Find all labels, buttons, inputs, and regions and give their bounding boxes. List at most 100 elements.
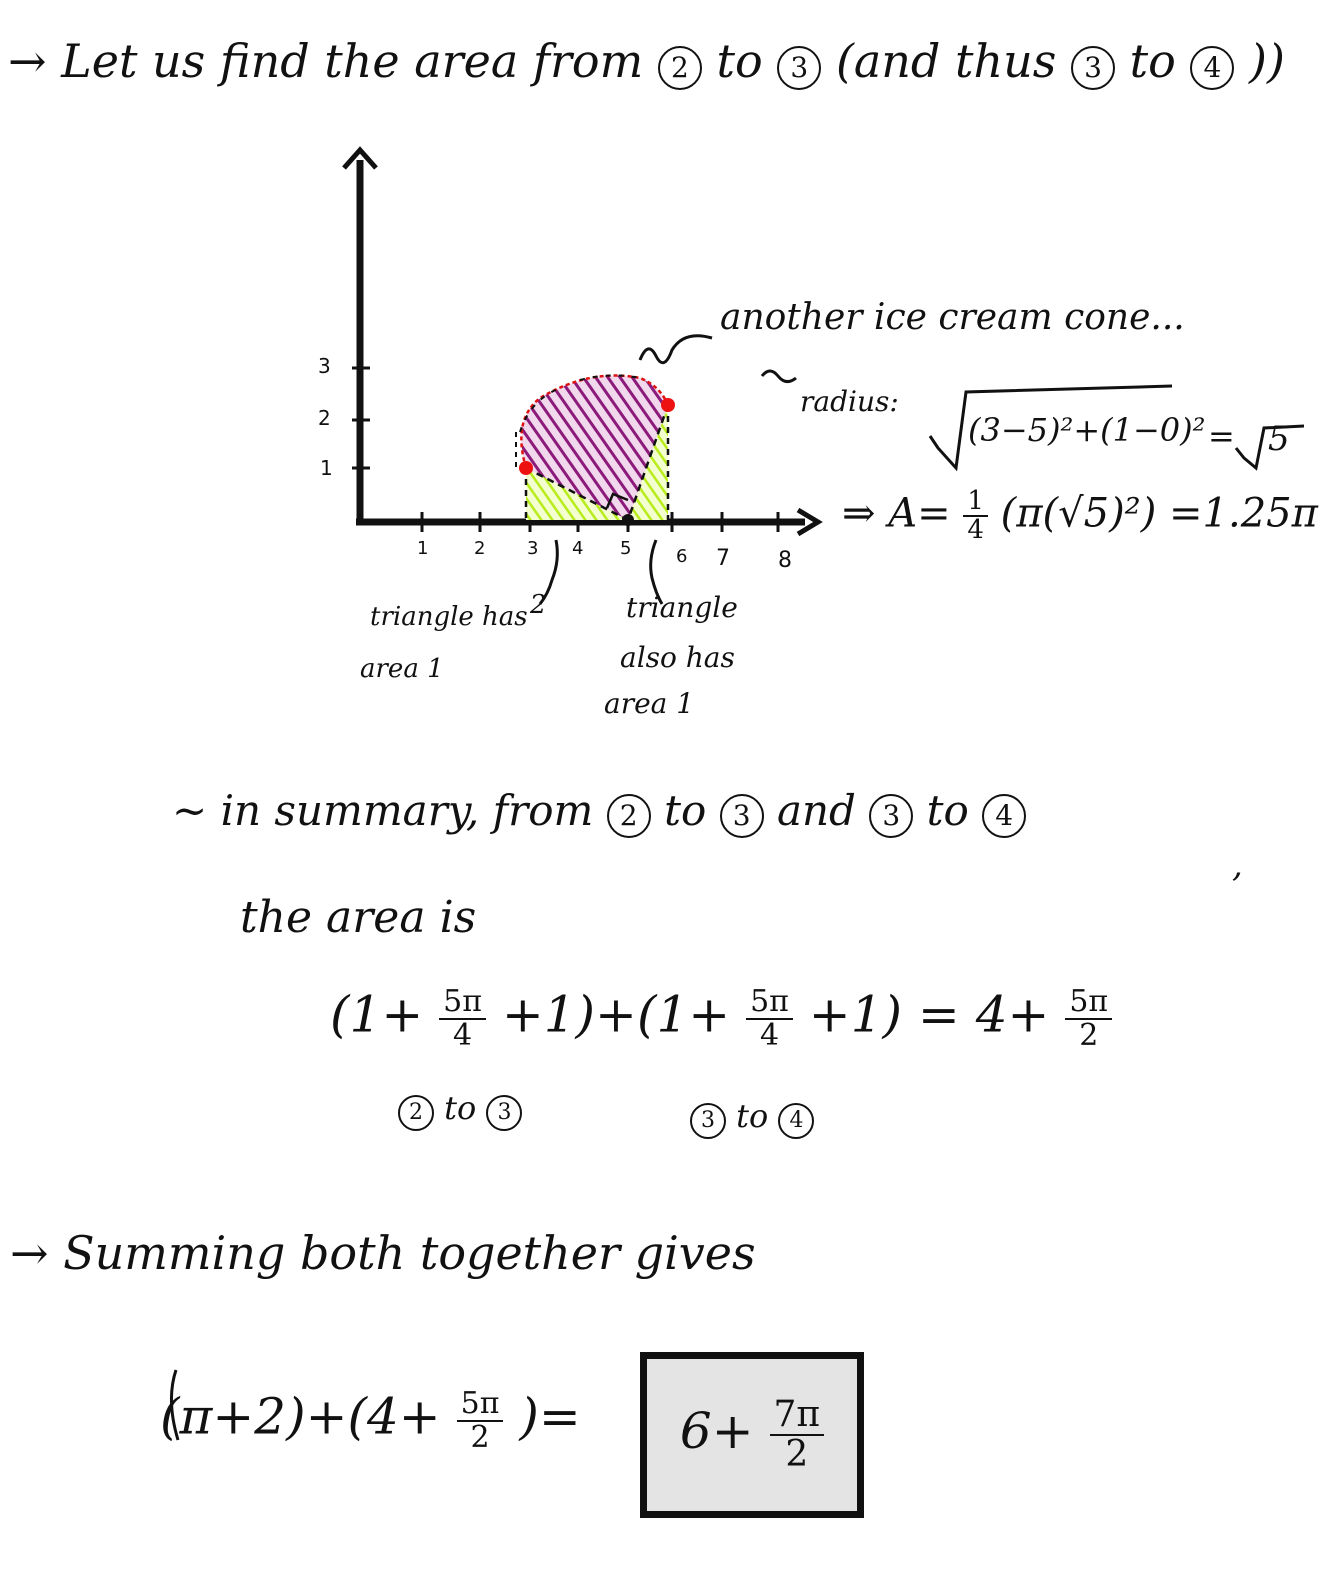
heading-line: → Let us find the area from 2 to 3 (and … (8, 38, 1285, 90)
x-axis-arrowhead (796, 507, 823, 537)
x-tick-label-8: 8 (778, 548, 792, 573)
summary-and: and (776, 786, 856, 835)
answer-den: 2 (785, 1434, 809, 1475)
summary-to-a: to (664, 786, 707, 835)
x-tick-label-6: 6 (676, 546, 688, 567)
summary-line-2: the area is (240, 892, 477, 943)
area-prefix: ⇒ A= (842, 490, 951, 537)
answer-whole: 6+ (679, 1402, 754, 1460)
summary-circled-4: 4 (982, 794, 1027, 838)
x-tick-label-7: 7 (716, 546, 730, 571)
y-tick-label-2: 2 (318, 406, 331, 430)
answer-num: 7π (769, 1396, 825, 1436)
summary-tilde: ~ (172, 786, 208, 835)
final-eq-left: (π+2)+(4+ (160, 1387, 441, 1446)
eq-frac-3-num: 5π (1065, 986, 1113, 1020)
radius-right (626, 404, 670, 521)
point-left (519, 461, 533, 475)
cone-pointer (638, 334, 713, 365)
heading-paren-open: (and thus (835, 34, 1057, 88)
area-result: =1.25π (1169, 490, 1318, 537)
radius-expression: (3−5)²+(1−0)² (968, 411, 1206, 449)
right-angle-marker (605, 492, 629, 509)
circled-3: 3 (777, 46, 822, 90)
eq-mid-2: +1) (808, 985, 903, 1044)
eq-frac-2-num: 5π (746, 986, 793, 1020)
eq-equals: = 4+ (917, 985, 1050, 1044)
eq-frac-2-den: 4 (759, 1017, 780, 1053)
right-triangle-note-2: also has (620, 641, 735, 674)
heading-to-b: to (1129, 34, 1176, 88)
final-arrow: → (10, 1226, 49, 1280)
right-triangle-note-1: triangle (626, 591, 738, 624)
arrow-glyph: → (8, 34, 47, 88)
point-right (661, 398, 675, 412)
sector-fill (521, 375, 668, 520)
eq-frac-1-num: 5π (439, 986, 486, 1020)
arc-dashes (519, 374, 641, 433)
summary-circled-3: 3 (719, 794, 764, 838)
cone-note: another ice cream cone... (720, 297, 1185, 338)
answer-box: 6+ 7π 2 (640, 1352, 864, 1518)
x-tick-label-5: 5 (620, 538, 632, 559)
sqrt5-sign (1234, 424, 1305, 471)
x-tick-label-2: 2 (474, 538, 486, 559)
x-tick-label-1: 1 (417, 538, 429, 559)
final-text: Summing both together gives (63, 1226, 756, 1280)
under1-circled-3: 3 (486, 1095, 523, 1131)
final-eq-frac: 5π 2 (456, 1388, 504, 1455)
left-triangle-note-2: area 1 (360, 654, 444, 684)
under2-to: to (736, 1097, 769, 1135)
radius-equals: = (1208, 417, 1235, 455)
eq-frac-3: 5π 2 (1065, 986, 1113, 1053)
eq-open-1: (1+ (330, 985, 424, 1044)
left-triangle-note-1: triangle has (370, 602, 528, 632)
brace-left (538, 539, 559, 605)
sqrt-sign (928, 384, 1173, 472)
answer-expression: 6+ 7π 2 (679, 1396, 825, 1475)
eq-frac-1-den: 4 (452, 1017, 473, 1053)
radius-result: 5 (1268, 419, 1290, 459)
eq-mid-1: +1)+(1+ (501, 985, 731, 1044)
area-frac-num: 1 (963, 487, 988, 518)
heading-text: Let us find the area from (61, 34, 644, 88)
area-frac-den: 4 (967, 515, 984, 546)
heading-to-a: to (716, 34, 763, 88)
final-equation: (π+2)+(4+ 5π 2 )= (160, 1388, 581, 1453)
under1-circled-2: 2 (398, 1095, 434, 1131)
heading-paren-close: )) (1249, 34, 1285, 88)
y-axis-arrowhead (342, 146, 378, 170)
final-line: → Summing both together gives (10, 1230, 756, 1276)
x-tick-label-3: 3 (527, 538, 539, 559)
y-tick-label-1: 1 (320, 456, 333, 480)
eq-frac-3-den: 2 (1079, 1017, 1099, 1053)
under-label-1: 2 to 3 (398, 1089, 523, 1131)
brace-label-2: 2 (530, 590, 547, 620)
x-tick-label-4: 4 (572, 538, 584, 559)
circled-3b: 3 (1070, 46, 1115, 90)
summary-circled-3b: 3 (869, 794, 914, 838)
area-formula: ⇒ A= 1 4 (π(√5)²) =1.25π (842, 487, 1318, 546)
under-label-2: 3 to 4 (690, 1097, 815, 1139)
right-triangle-note-3: area 1 (604, 687, 695, 720)
under1-to: to (444, 1089, 477, 1127)
eq-frac-2: 5π 4 (746, 986, 793, 1051)
radius-pointer (760, 369, 797, 383)
circled-2: 2 (657, 46, 702, 90)
under2-circled-4: 4 (778, 1103, 815, 1139)
final-eq-frac-den: 2 (470, 1419, 490, 1455)
area-fraction: 1 4 (963, 487, 988, 546)
summary-to-b: to (926, 786, 969, 835)
final-eq-right: )= (519, 1387, 581, 1446)
answer-fraction: 7π 2 (769, 1396, 825, 1475)
area-body: (π(√5)²) (1000, 490, 1157, 537)
circled-4: 4 (1190, 46, 1235, 90)
summary-line-1: ~ in summary, from 2 to 3 and 3 to 4 (172, 790, 1027, 838)
eq-frac-1: 5π 4 (439, 986, 486, 1051)
summary-circled-2: 2 (606, 794, 651, 838)
summary-text: in summary, from (220, 786, 594, 835)
y-tick-label-3: 3 (318, 354, 331, 378)
summary-comma: , (1232, 845, 1243, 885)
